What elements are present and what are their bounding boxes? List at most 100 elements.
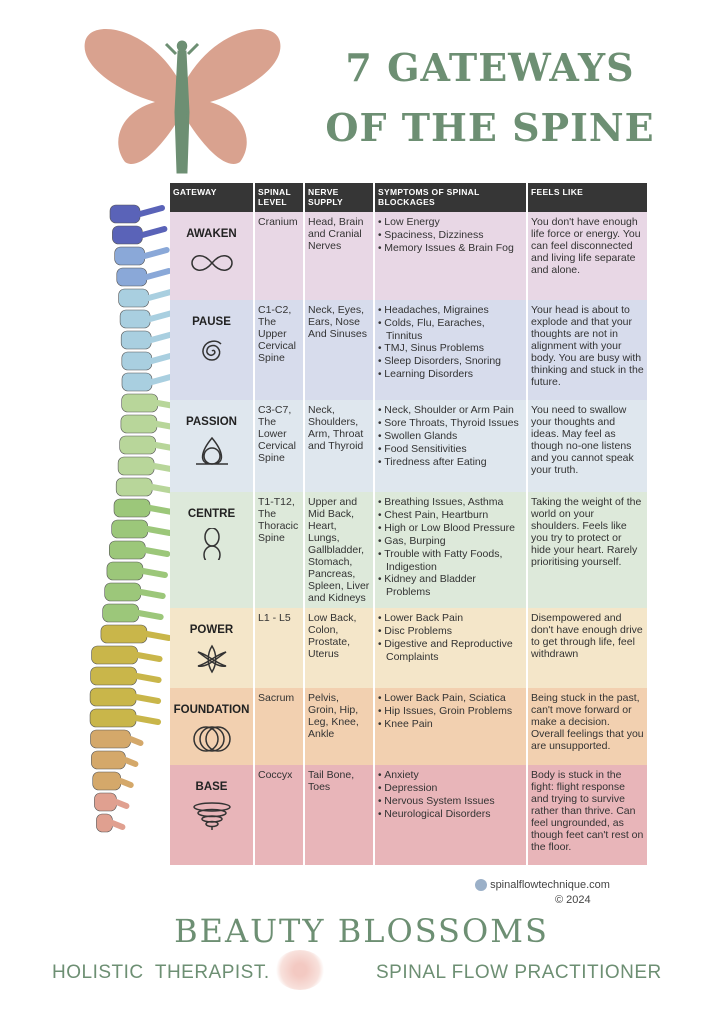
gateway-cell: FOUNDATION [170,688,255,765]
title-line-2: OF THE SPINE [325,105,655,150]
feels-like-cell: Taking the weight of the world on your s… [528,492,647,608]
spinal-level: Cranium [258,216,298,228]
symptom-item: Sore Throats, Thyroid Issues [378,417,523,430]
symptom-item: Memory Issues & Brain Fog [378,242,523,255]
spinal-level-cell: C1-C2, The Upper Cervical Spine [255,300,305,400]
nerve-supply-cell: Neck, Shoulders, Arm, Throat and Thyroid [305,400,375,492]
symptoms-cell: Neck, Shoulder or Arm PainSore Throats, … [375,400,528,492]
vertebra [119,435,157,455]
symptom-item: Kidney and Bladder Problems [378,573,523,598]
flower-icon [197,644,226,674]
vertebra [90,729,131,749]
vertebra [120,414,158,434]
symptom-item: Lower Back Pain [378,612,523,625]
symptom-item: Knee Pain [378,718,523,731]
symptom-item: TMJ, Sinus Problems [378,342,523,355]
symptoms-cell: Low EnergySpaciness, DizzinessMemory Iss… [375,212,528,300]
vertebra [121,393,158,413]
feels-like: Body is stuck in the fight: flight respo… [531,769,644,853]
symptom-list: Lower Back PainDisc ProblemsDigestive an… [378,612,523,663]
nerve-supply: Head, Brain and Cranial Nerves [308,216,364,252]
vertebra [102,603,139,623]
nerve-supply-cell: Upper and Mid Back, Heart, Lungs, Gallbl… [305,492,375,608]
spinal-level-cell: Cranium [255,212,305,300]
vertebra [116,267,148,287]
spinal-level-cell: T1-T12, The Thoracic Spine [255,492,305,608]
feels-like: You don't have enough life force or ener… [531,216,641,276]
gateway-name: PASSION [186,416,237,428]
symptom-item: Headaches, Migraines [378,304,523,317]
gateway-name: POWER [189,624,234,636]
symptom-item: Spaciness, Dizziness [378,229,523,242]
nerve-supply-cell: Pelvis, Groin, Hip, Leg, Knee, Ankle [305,688,375,765]
symptom-item: Sleep Disorders, Snoring [378,355,523,368]
gateway-cell: PAUSE [170,300,255,400]
rings-icon [192,726,231,752]
spiral-icon [201,340,222,361]
triquetra-icon [195,436,228,465]
header-symptoms: SYMPTOMS OF SPINAL BLOCKAGES [375,183,528,212]
feels-like-cell: Being stuck in the past, can't move forw… [528,688,647,765]
vertebra [100,624,148,644]
vortex-icon [192,802,231,830]
symptom-item: Gas, Burping [378,535,523,548]
spinal-level: L1 - L5 [258,612,291,624]
symptom-item: Neck, Shoulder or Arm Pain [378,404,523,417]
symptom-item: Depression [378,782,523,795]
vertebra [90,666,137,686]
spinal-level-cell: Coccyx [255,765,305,865]
nerve-supply: Tail Bone, Toes [308,769,355,793]
symptoms-cell: Breathing Issues, AsthmaChest Pain, Hear… [375,492,528,608]
symptoms-cell: AnxietyDepressionNervous System IssuesNe… [375,765,528,865]
gateways-table: GATEWAY SPINAL LEVEL NERVE SUPPLY SYMPTO… [170,183,647,865]
nerve-supply: Upper and Mid Back, Heart, Lungs, Gallbl… [308,496,370,604]
gateway-name: BASE [195,781,228,793]
tagline-right: SPINAL FLOW PRACTITIONER [376,962,662,983]
symptom-list: AnxietyDepressionNervous System IssuesNe… [378,769,523,821]
tagline-left: HOLISTIC THERAPIST. [52,962,270,983]
vertebra [120,330,152,350]
gateway-name: FOUNDATION [173,704,250,716]
symptom-item: Hip Issues, Groin Problems [378,705,523,718]
symptom-item: Disc Problems [378,625,523,638]
vertebra [114,246,145,266]
title-line-1: 7 GATEWAYS [345,45,635,90]
symptom-item: High or Low Blood Pressure [378,522,523,535]
gateway-cell: AWAKEN [170,212,255,300]
vertebra [94,792,117,812]
symptom-item: Anxiety [378,769,523,782]
vertebra [106,561,144,581]
vertebra [89,708,137,728]
vertebra [112,225,143,245]
symptom-list: Low EnergySpaciness, DizzinessMemory Iss… [378,216,523,255]
feels-like: Your head is about to explode and that y… [531,304,644,388]
spinal-level: C1-C2, The Upper Cervical Spine [258,304,296,364]
vertebra [121,372,153,392]
symptom-item: Digestive and Reproductive Complaints [378,638,523,663]
gateway-name: AWAKEN [186,228,237,240]
vertebra [92,771,122,791]
feels-like-cell: Your head is about to explode and that y… [528,300,647,400]
vertebra [119,309,151,329]
symptoms-cell: Lower Back PainDisc ProblemsDigestive an… [375,608,528,688]
website-text: spinalflowtechnique.com [490,879,610,891]
vertebra [111,519,148,539]
nerve-supply: Low Back, Colon, Prostate, Uterus [308,612,357,660]
spinal-level: C3-C7, The Lower Cervical Spine [258,404,296,464]
nerve-supply-cell: Low Back, Colon, Prostate, Uterus [305,608,375,688]
spinal-level-cell: C3-C7, The Lower Cervical Spine [255,400,305,492]
spine-illustration [89,204,180,833]
header-nerve-supply: NERVE SUPPLY [305,183,375,212]
nerve-supply-cell: Tail Bone, Toes [305,765,375,865]
vertebra [91,750,126,770]
symptom-list: Breathing Issues, AsthmaChest Pain, Hear… [378,496,523,598]
spinal-level: Sacrum [258,692,295,704]
spinal-level-cell: L1 - L5 [255,608,305,688]
symptom-list: Lower Back Pain, SciaticaHip Issues, Gro… [378,692,523,731]
symptom-item: Colds, Flu, Earaches, Tinnitus [378,317,523,342]
gateway-cell: BASE [170,765,255,865]
copyright: © 2024 [555,894,591,906]
gateway-name: CENTRE [187,508,236,520]
vertebra [104,582,141,602]
feels-like: Taking the weight of the world on your s… [531,496,642,568]
